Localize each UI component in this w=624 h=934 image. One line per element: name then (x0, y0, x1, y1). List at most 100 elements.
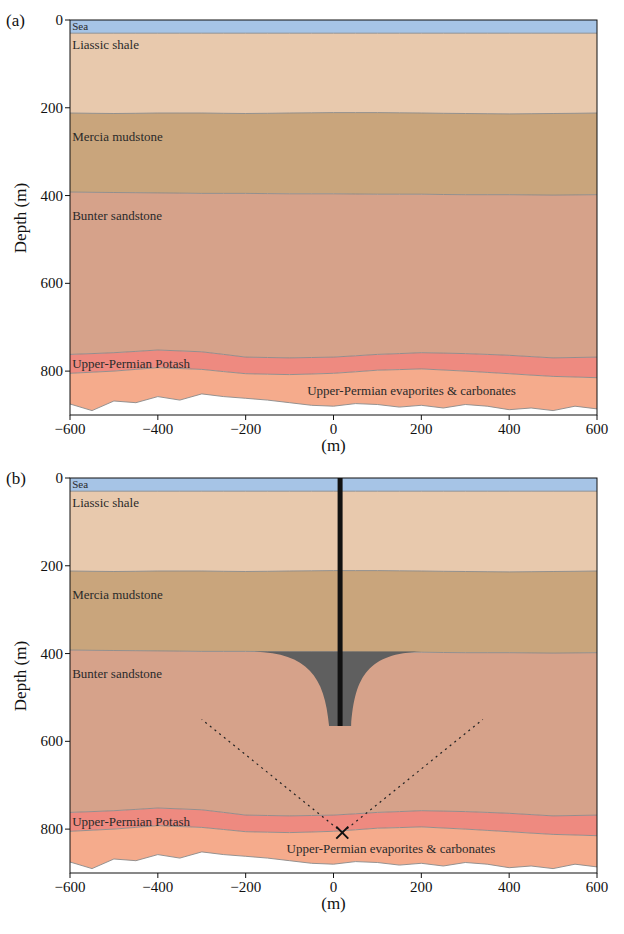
tick-label: 200 (41, 557, 64, 574)
y-tick (65, 195, 70, 196)
x-tick (509, 873, 510, 878)
tick-label: 800 (41, 363, 64, 380)
layer-boundary (70, 491, 597, 492)
x-tick (421, 415, 422, 420)
tick-label: 0 (330, 421, 338, 438)
layer-boundary (70, 368, 597, 378)
tick-label: 400 (498, 421, 521, 438)
panel-letter: (a) (6, 12, 25, 29)
layer-label: Liassic shale (72, 496, 139, 509)
geologic-layer: Sea (70, 20, 597, 34)
x-tick (157, 415, 158, 420)
layer-shape (70, 20, 597, 33)
layer-boundary (70, 113, 597, 114)
geologic-layer: Bunter sandstone (70, 192, 597, 358)
tick-label: 800 (41, 821, 64, 838)
geologic-layer: Liassic shale (70, 491, 597, 572)
y-tick (65, 741, 70, 742)
geologic-layer: Upper-Permian evaporites & carbonates (70, 825, 597, 869)
layer-shape (70, 571, 597, 654)
layer-boundary (70, 350, 597, 358)
axes-frame (70, 20, 597, 415)
layer-boundary (70, 571, 597, 572)
layer-shape (70, 491, 597, 572)
layer-label: Sea (72, 21, 88, 32)
x-tick (597, 873, 598, 878)
x-tick (597, 415, 598, 420)
layer-shape (70, 33, 597, 114)
tick-label: 600 (586, 421, 609, 438)
layer-label: Upper-Permian evaporites & carbonates (307, 384, 516, 397)
geologic-layer: Mercia mudstone (70, 570, 597, 654)
layer-fill (70, 491, 597, 572)
x-tick (421, 873, 422, 878)
layer-boundary (70, 808, 597, 816)
layer-label: Mercia mudstone (72, 130, 163, 143)
tick-label: −400 (142, 879, 173, 896)
layer-label: Bunter sandstone (72, 209, 162, 222)
tick-label: 400 (498, 879, 521, 896)
layer-shape (70, 192, 597, 358)
layer-shape (70, 826, 597, 869)
x-tick (245, 873, 246, 878)
tick-label: 200 (410, 879, 433, 896)
tick-label: −200 (230, 879, 261, 896)
geologic-layer: Liassic shale (70, 33, 597, 114)
layer-fill (70, 33, 597, 114)
tick-label: −600 (55, 879, 86, 896)
layer-shape (70, 650, 597, 816)
layer-shape (70, 113, 597, 196)
tick-label: 600 (586, 879, 609, 896)
tick-label: 0 (56, 12, 64, 29)
y-tick (65, 283, 70, 284)
geologic-layer: Sea (70, 478, 597, 492)
tick-label: 400 (41, 187, 64, 204)
x-tick (157, 873, 158, 878)
tick-label: 200 (41, 99, 64, 116)
layer-label: Upper-Permian evaporites & carbonates (287, 842, 496, 855)
ray-line (342, 719, 483, 832)
tick-label: −600 (55, 421, 86, 438)
layer-label: Upper-Permian Potash (72, 357, 190, 370)
layer-boundary (70, 394, 597, 411)
layer-label: Mercia mudstone (72, 588, 163, 601)
event-marker (336, 827, 348, 839)
panel-letter: (b) (6, 470, 26, 487)
layer-fill (70, 20, 597, 34)
layer-fill (70, 478, 597, 492)
axis-title: Depth (m) (12, 640, 29, 710)
x-tick (245, 415, 246, 420)
geologic-layer: Bunter sandstone (70, 650, 597, 816)
x-tick (70, 415, 71, 420)
y-tick (65, 371, 70, 372)
layer-fill (70, 112, 597, 196)
layer-label: Sea (72, 479, 88, 490)
axis-title: (m) (321, 437, 346, 454)
tick-label: 0 (330, 879, 338, 896)
geologic-layer: Upper-Permian evaporites & carbonates (70, 367, 597, 411)
y-tick (65, 653, 70, 654)
ray-line (202, 719, 343, 832)
x-tick (333, 415, 334, 420)
tick-label: 0 (56, 470, 64, 487)
axis-title: (m) (321, 895, 346, 912)
tick-label: 600 (41, 275, 64, 292)
tick-label: 400 (41, 645, 64, 662)
layer-label: Upper-Permian Potash (72, 815, 190, 828)
tick-label: 600 (41, 733, 64, 750)
geologic-layer: Mercia mudstone (70, 112, 597, 196)
x-tick (70, 873, 71, 878)
layer-fill (70, 570, 597, 654)
layer-boundary (70, 650, 597, 653)
layer-shape (70, 478, 597, 491)
layer-boundary (70, 852, 597, 869)
x-tick (333, 873, 334, 878)
y-tick (65, 107, 70, 108)
well (338, 478, 343, 726)
layer-boundary (70, 33, 597, 34)
y-tick (65, 829, 70, 830)
layer-label: Bunter sandstone (72, 667, 162, 680)
y-tick (65, 565, 70, 566)
y-tick (65, 20, 70, 21)
layer-boundary (70, 826, 597, 836)
